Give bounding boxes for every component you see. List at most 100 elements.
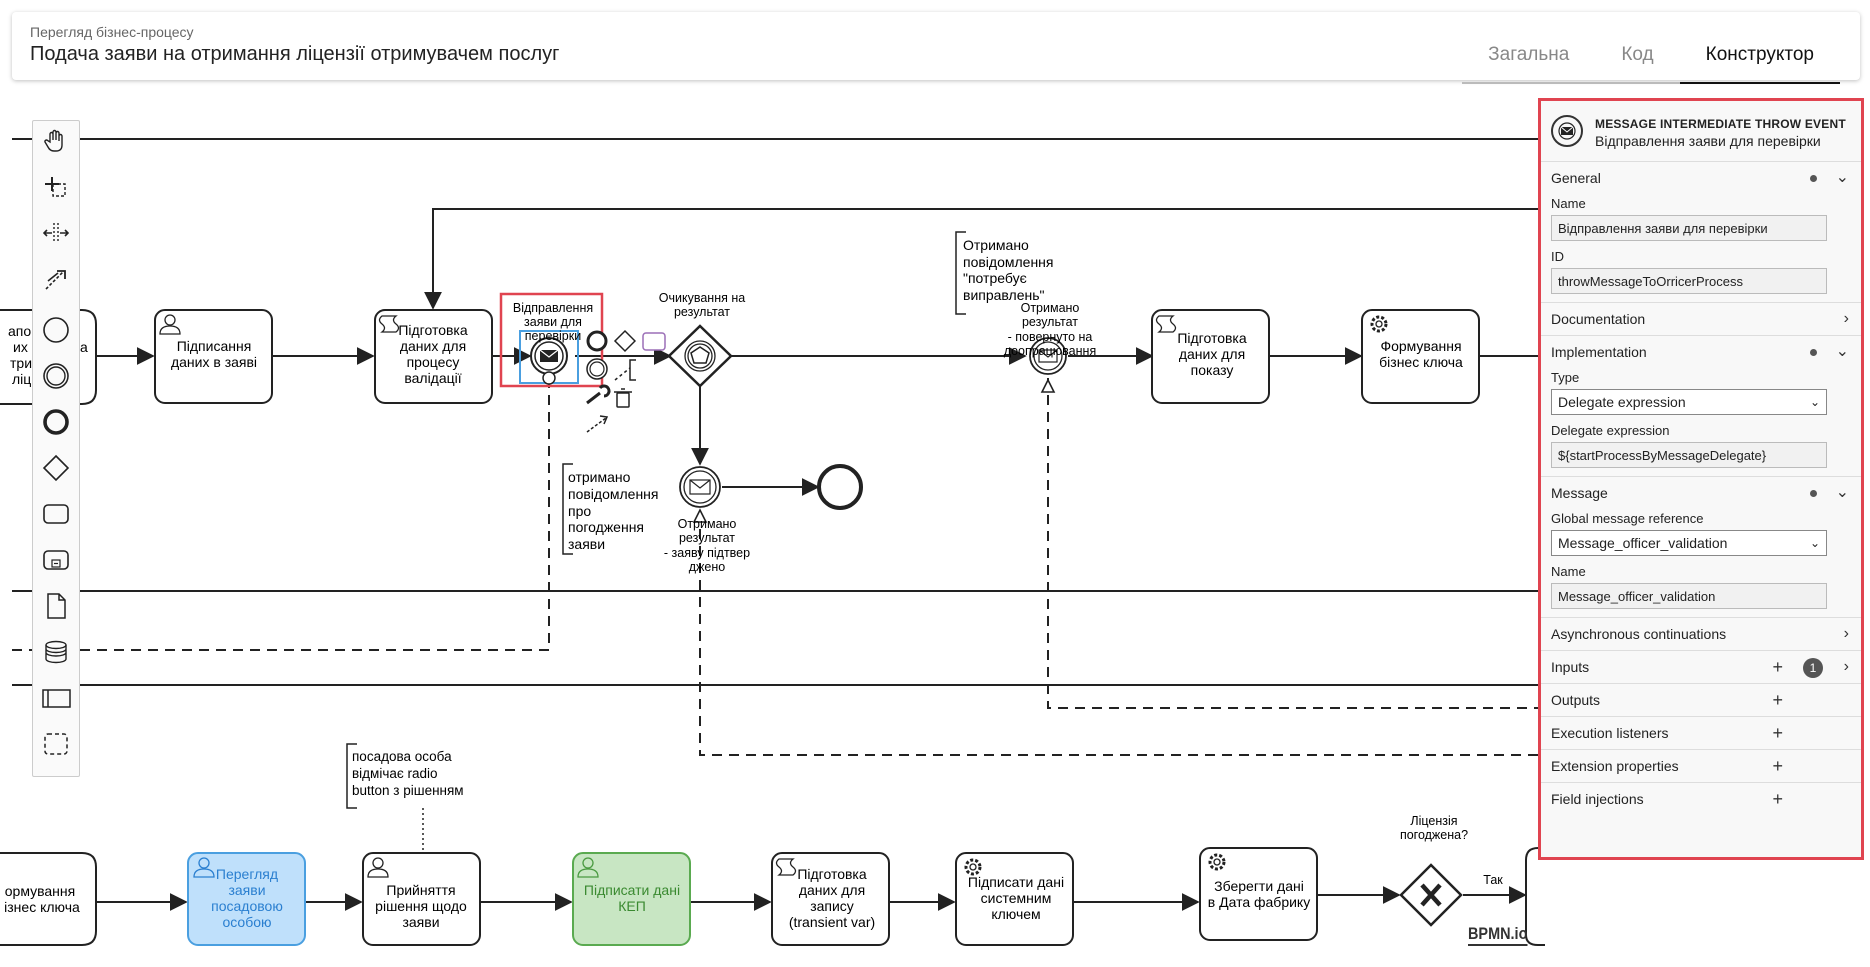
name-field[interactable]: Відправлення заяви для перевірки bbox=[1551, 215, 1827, 241]
svg-text:Прийняття: Прийняття bbox=[386, 882, 455, 898]
section-dot-icon bbox=[1810, 490, 1817, 497]
task-icon[interactable] bbox=[40, 498, 72, 530]
svg-text:Підписати дані: Підписати дані bbox=[584, 882, 680, 898]
text-annotation-officer[interactable]: посадова особа відмічає radio button з р… bbox=[346, 743, 464, 852]
chevron-right-icon[interactable]: › bbox=[1843, 658, 1849, 675]
add-field-injection-plus-icon[interactable]: + bbox=[1772, 789, 1783, 809]
section-async-header[interactable]: Asynchronous continuations › bbox=[1541, 618, 1861, 650]
chevron-down-icon[interactable]: ⌄ bbox=[1835, 343, 1849, 360]
svg-text:Зберегти дані: Зберегти дані bbox=[1214, 878, 1304, 894]
task-officer-review[interactable]: Перегляд заяви посадовою особою bbox=[187, 852, 306, 946]
chevron-right-icon[interactable]: › bbox=[1843, 625, 1849, 642]
task-prepare-validation[interactable]: Підготовка даних для процесу валідації bbox=[374, 309, 493, 404]
text-annotation-fix[interactable]: Отримано повідомлення "потребує виправле… bbox=[955, 231, 1054, 315]
svg-text:показу: показу bbox=[1191, 362, 1234, 378]
end-event[interactable] bbox=[817, 464, 863, 510]
section-inputs: Inputs + 1 › bbox=[1541, 651, 1861, 684]
section-extension-properties: Extension properties + bbox=[1541, 750, 1861, 783]
message-throw-event-selected[interactable]: Відправлення заяви для перевірки bbox=[499, 292, 604, 388]
append-task-icon[interactable] bbox=[642, 332, 666, 351]
text-annotation-approved[interactable]: отримано повідомлення про погодження зая… bbox=[562, 463, 659, 555]
task-sign-system-key[interactable]: Підписати дані системним ключем bbox=[955, 852, 1074, 946]
task-clipped-right[interactable] bbox=[1525, 847, 1545, 946]
section-field-injections-header[interactable]: Field injections + bbox=[1541, 783, 1861, 815]
group-icon[interactable] bbox=[40, 728, 72, 760]
tab-constructor[interactable]: Конструктор bbox=[1679, 32, 1840, 84]
lasso-tool-icon[interactable] bbox=[40, 171, 72, 203]
section-implementation-header[interactable]: Implementation ⌄ bbox=[1541, 336, 1861, 368]
connect-tool-icon[interactable] bbox=[40, 263, 72, 295]
message-name-field[interactable]: Message_officer_validation bbox=[1551, 583, 1827, 609]
task-business-key[interactable]: Формування бізнес ключа bbox=[1361, 309, 1480, 404]
section-inputs-header[interactable]: Inputs + 1 › bbox=[1541, 651, 1861, 683]
tab-code[interactable]: Код bbox=[1595, 32, 1680, 84]
pool-boundaries bbox=[12, 138, 1545, 686]
change-type-wrench-icon[interactable] bbox=[586, 384, 611, 405]
add-listener-plus-icon[interactable]: + bbox=[1772, 723, 1783, 743]
section-outputs-header[interactable]: Outputs + bbox=[1541, 684, 1861, 716]
section-extension-properties-header[interactable]: Extension properties + bbox=[1541, 750, 1861, 782]
svg-text:апо: апо bbox=[8, 323, 31, 339]
context-pad[interactable] bbox=[586, 329, 666, 433]
message-ref-select[interactable]: Message_officer_validation⌄ bbox=[1551, 530, 1827, 556]
delete-trash-icon[interactable] bbox=[614, 388, 632, 408]
section-documentation-header[interactable]: Documentation › bbox=[1541, 303, 1861, 335]
space-tool-icon[interactable] bbox=[40, 217, 72, 249]
connect-arrow-icon[interactable] bbox=[586, 415, 609, 433]
svg-text:Перегляд: Перегляд bbox=[216, 866, 278, 882]
pool-icon[interactable] bbox=[40, 682, 72, 714]
append-end-event-icon[interactable] bbox=[586, 330, 608, 352]
bpmn-io-watermark[interactable]: BPMN.io bbox=[1468, 924, 1528, 946]
svg-text:результат: результат bbox=[679, 531, 735, 545]
section-listeners-header[interactable]: Execution listeners + bbox=[1541, 717, 1861, 749]
id-field[interactable]: throwMessageToOrricerProcess bbox=[1551, 268, 1827, 294]
add-extension-property-plus-icon[interactable]: + bbox=[1772, 756, 1783, 776]
append-text-annotation-icon[interactable] bbox=[629, 359, 636, 381]
section-implementation-title: Implementation bbox=[1551, 344, 1647, 360]
svg-text:результат: результат bbox=[674, 305, 730, 319]
task-prepare-record[interactable]: Підготовка даних для запису (transient v… bbox=[771, 852, 890, 946]
section-general-header[interactable]: General ⌄ bbox=[1541, 162, 1861, 194]
sequence-flows-bottom bbox=[96, 886, 1527, 911]
task-sign-kep[interactable]: Підписати дані КЕП bbox=[572, 852, 691, 946]
data-store-icon[interactable] bbox=[40, 636, 72, 668]
chevron-down-icon[interactable]: ⌄ bbox=[1835, 484, 1849, 501]
message-name-label: Name bbox=[1551, 564, 1586, 579]
task-save-data-factory[interactable]: Зберегти дані в Дата фабрику bbox=[1199, 847, 1318, 941]
section-listeners-title: Execution listeners bbox=[1551, 725, 1669, 741]
page-title: Подача заяви на отримання ліцензії отрим… bbox=[30, 43, 560, 65]
event-based-gateway[interactable]: Очикування на результат bbox=[659, 291, 745, 388]
end-event-icon[interactable] bbox=[40, 406, 72, 438]
intermediate-event-icon[interactable] bbox=[40, 360, 72, 392]
svg-text:особою: особою bbox=[222, 914, 271, 930]
message-catch-event-approved[interactable]: Отримано результат - заяву підтвер джено bbox=[664, 466, 750, 574]
tab-general[interactable]: Загальна bbox=[1462, 32, 1596, 84]
exclusive-gateway[interactable]: Ліцензія погоджена? Так bbox=[1399, 814, 1503, 927]
data-object-icon[interactable] bbox=[40, 590, 72, 622]
append-gateway-icon[interactable] bbox=[613, 329, 637, 353]
delegate-expression-field[interactable]: ${startProcessByMessageDelegate} bbox=[1551, 442, 1827, 468]
message-catch-event-returned[interactable]: Отримано результат - повернуто на доопра… bbox=[1004, 301, 1096, 375]
gateway-icon[interactable] bbox=[40, 452, 72, 484]
add-input-plus-icon[interactable]: + bbox=[1772, 657, 1783, 677]
type-select[interactable]: Delegate expression⌄ bbox=[1551, 389, 1827, 415]
task-decision[interactable]: Прийняття рішення щодо заяви bbox=[362, 852, 481, 946]
section-message-header[interactable]: Message ⌄ bbox=[1541, 477, 1861, 509]
svg-text:- повернуто на: - повернуто на bbox=[1008, 330, 1093, 344]
add-output-plus-icon[interactable]: + bbox=[1772, 690, 1783, 710]
start-event-icon[interactable] bbox=[40, 314, 72, 346]
script-task-icon bbox=[378, 315, 400, 333]
svg-text:Формування: Формування bbox=[1380, 338, 1461, 354]
svg-text:про: про bbox=[568, 503, 591, 519]
section-documentation-title: Documentation bbox=[1551, 311, 1646, 327]
chevron-down-icon[interactable]: ⌄ bbox=[1835, 169, 1849, 186]
chevron-right-icon[interactable]: › bbox=[1843, 310, 1849, 327]
section-documentation: Documentation › bbox=[1541, 303, 1861, 336]
task-prepare-show[interactable]: Підготовка даних для показу bbox=[1151, 309, 1270, 404]
hand-tool-icon[interactable] bbox=[40, 125, 72, 157]
subprocess-icon[interactable] bbox=[40, 544, 72, 576]
task-bottom-business-key[interactable]: ормування ізнес ключа bbox=[0, 852, 97, 946]
svg-text:Ліцензія: Ліцензія bbox=[1410, 814, 1457, 828]
task-sign-data[interactable]: Підписання даних в заяві bbox=[154, 309, 273, 404]
